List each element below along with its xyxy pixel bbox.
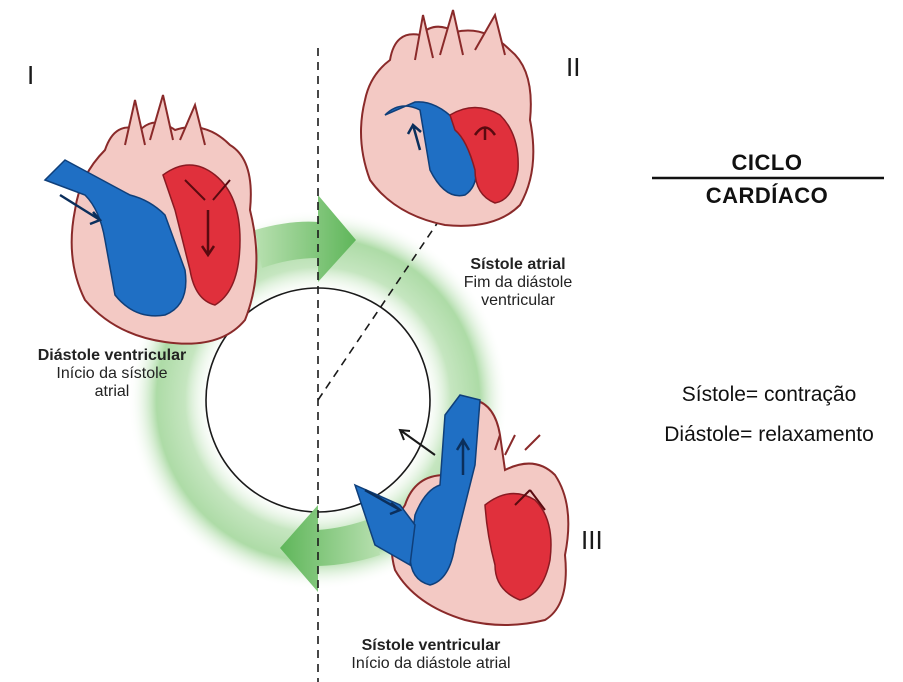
marker-ii: II	[566, 52, 580, 83]
phase-title: Sístole ventricular	[351, 637, 510, 655]
heading-ciclo: CICLO	[732, 150, 803, 176]
label-sistole-atrial: Sístole atrial Fim da diástole ventricul…	[464, 256, 573, 310]
phase-title: Diástole ventricular	[38, 347, 187, 365]
marker-iii: III	[581, 525, 603, 556]
phase-subtitle: ventricular	[464, 292, 573, 310]
heart-illustration-diastole	[45, 95, 256, 344]
definition-sistole: Sístole= contração	[682, 383, 857, 407]
phase-subtitle: atrial	[38, 383, 187, 401]
phase-subtitle: Fim da diástole	[464, 274, 573, 292]
label-diastole-ventricular: Diástole ventricular Início da sístole a…	[38, 347, 187, 401]
phase-subtitle: Início da sístole	[38, 365, 187, 383]
marker-i: I	[27, 60, 34, 91]
definition-diastole: Diástole= relaxamento	[664, 423, 874, 447]
label-sistole-ventricular: Sístole ventricular Início da diástole a…	[351, 637, 510, 673]
heart-illustration-atrial-systole	[361, 10, 533, 226]
phase-title: Sístole atrial	[464, 256, 573, 274]
heading-cardiaco: CARDÍACO	[706, 183, 829, 209]
phase-subtitle: Início da diástole atrial	[351, 655, 510, 673]
